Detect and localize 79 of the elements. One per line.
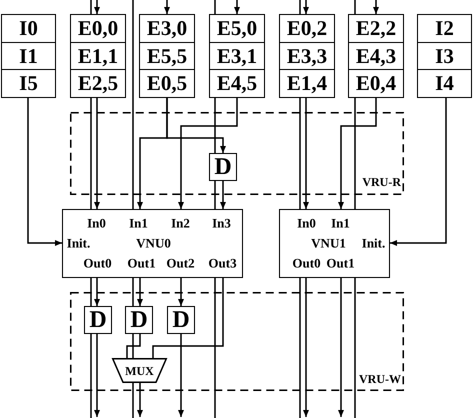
memory-table [70,14,126,98]
arrow [94,278,100,306]
table-cell: E3,3 [280,42,334,70]
region-label: VRU-W [359,373,401,385]
arrow [234,0,240,14]
arrow [178,278,184,306]
arrow [390,98,447,246]
table-cell: E0,5 [140,69,194,98]
arrow [94,98,100,209]
table-cell-text: I2 [434,15,455,42]
table-cell: E1,1 [71,42,125,70]
table-cell-text: E3,0 [146,15,188,42]
region-label: VRU-R [362,176,401,188]
arrow [94,334,100,417]
table-cell: I1 [2,42,55,70]
port-label: Out0 [83,256,112,269]
multiplexer [112,358,167,383]
table-cell: E5,5 [140,42,194,70]
delay-box: D [125,306,153,334]
port-label: Init. [66,236,90,249]
arrow [303,0,309,14]
arrow [373,0,379,14]
table-cell: E2,5 [71,69,125,98]
table-cell: I4 [418,69,471,98]
connector-line [126,334,141,358]
arrow [338,278,344,417]
memory-table [139,14,195,98]
arrow [220,181,226,209]
arrow [178,98,238,209]
delay-box: D [167,306,195,334]
arrow [166,98,226,153]
table-cell: E4,3 [349,42,403,70]
memory-table [279,14,335,98]
table-cell: E4,5 [210,69,264,98]
port-label: Out0 [292,256,321,269]
table-cell: E3,1 [210,42,264,70]
port-label: In0 [297,216,316,229]
port-label: In1 [331,216,350,229]
port-label: Out3 [208,256,237,269]
arrow [27,98,62,246]
delay-box: D [84,306,112,334]
arrow [303,278,309,417]
table-cell-text: E0,0 [76,15,120,42]
memory-table [209,14,265,98]
dashed-region [70,112,404,195]
connector-line [152,278,224,358]
port-label: Out2 [166,256,195,269]
arrow [94,0,100,14]
port-label: In0 [87,216,106,229]
memory-table [1,14,56,98]
table-cell-text: E2,2 [354,15,398,42]
table-cell-text: E5,0 [216,15,258,42]
table-cell-text: I0 [18,15,39,42]
arrow [303,98,309,209]
table-cell: E1,4 [280,69,334,98]
processing-unit [279,209,390,278]
memory-table [348,14,404,98]
port-label: Out1 [127,256,156,269]
arrow [164,0,170,14]
arrow [137,383,143,417]
table-cell: E0,4 [349,69,403,98]
dashed-region [70,292,404,391]
memory-table [417,14,472,98]
arrow [178,334,184,417]
mux-label: MUX [125,365,154,377]
table-cell-text: E0,2 [286,15,328,42]
port-label: Init. [362,236,386,249]
arrow [137,278,143,306]
delay-box: D [209,153,237,181]
processing-unit [62,209,243,278]
unit-label: VNU1 [311,236,346,249]
port-label: In2 [171,216,190,229]
port-label: In1 [129,216,148,229]
port-label: Out1 [326,256,355,269]
table-cell: I3 [418,42,471,70]
table-cell: I5 [2,69,55,98]
unit-label: VNU0 [136,236,171,249]
port-label: In3 [212,216,231,229]
arrow [338,98,377,209]
